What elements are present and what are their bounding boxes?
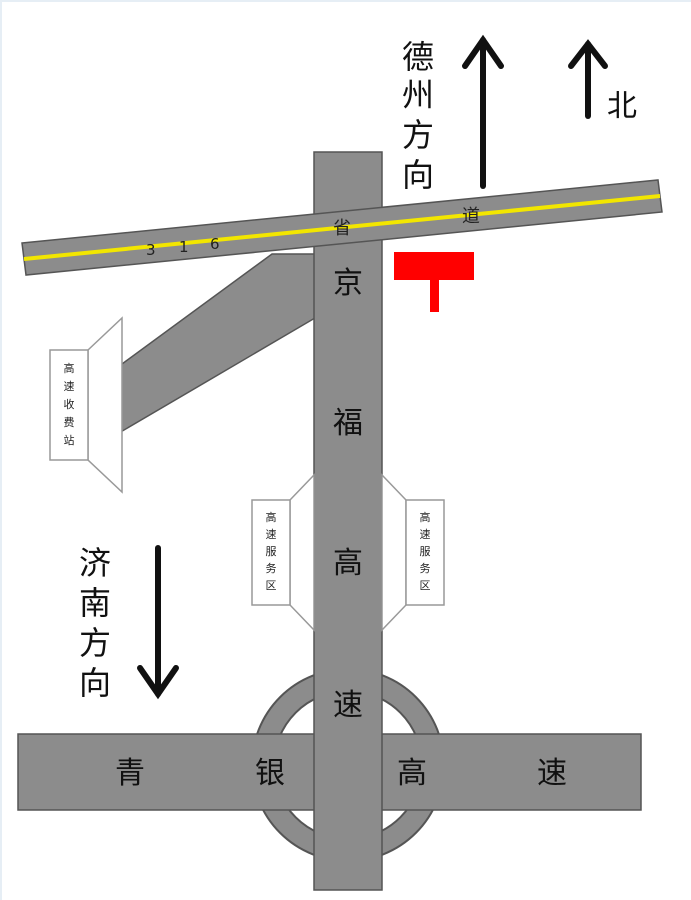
qingyin-char: 高 [397, 756, 427, 791]
north-label: 北 [607, 89, 637, 124]
service-area-char: 务 [420, 562, 431, 575]
service-area-char: 高 [420, 510, 431, 524]
jingfu-char: 速 [333, 688, 363, 723]
toll-station-char: 高 [64, 361, 75, 375]
service-area-left: 高 速 服 务 区 [251, 473, 315, 632]
qingyin-char: 青 [115, 756, 145, 791]
service-area-char: 服 [420, 545, 431, 558]
service-area-char: 高 [266, 510, 277, 524]
jinan-char: 方 [79, 624, 111, 662]
service-area-char: 务 [266, 562, 277, 575]
arrow-up-icon [462, 34, 504, 189]
arrow-up-icon [568, 39, 608, 119]
dezhou-char: 方 [402, 116, 434, 154]
road-316-digit: 6 [210, 235, 220, 253]
toll-station-char: 收 [64, 397, 75, 411]
qingyin-char: 银 [255, 756, 285, 791]
dezhou-char: 德 [402, 38, 434, 76]
service-area-char: 速 [266, 528, 277, 541]
jinan-char: 南 [79, 584, 111, 622]
jingfu-char: 京 [333, 266, 363, 301]
dezhou-char: 向 [402, 156, 434, 194]
qingyin-char: 速 [537, 756, 567, 791]
service-area-char: 区 [420, 579, 431, 592]
provincial-road-316 [21, 179, 663, 276]
jingfu-char: 福 [333, 406, 363, 441]
service-area-right: 高 速 服 务 区 [381, 473, 445, 632]
jingfu-char: 高 [333, 546, 363, 581]
jingfu-expressway [313, 151, 383, 891]
arrow-down-icon [137, 545, 179, 700]
jinan-char: 济 [79, 544, 111, 582]
road-316-dao: 道 [462, 206, 480, 227]
road-316-digit: 3 [146, 241, 156, 259]
toll-station-char: 速 [64, 380, 75, 393]
toll-station-char: 费 [64, 416, 75, 429]
road-316-sheng: 省 [333, 218, 351, 239]
jinan-char: 向 [79, 664, 111, 702]
service-area-char: 速 [420, 528, 431, 541]
toll-station-ramp [106, 253, 316, 442]
service-area-char: 服 [266, 545, 277, 558]
toll-station-char: 站 [64, 433, 75, 447]
toll-station: 高 速 收 费 站 [49, 316, 123, 494]
service-area-char: 区 [266, 579, 277, 592]
dezhou-char: 州 [402, 76, 434, 114]
t-marker-icon [394, 252, 474, 312]
road-316-digit: 1 [179, 238, 189, 256]
